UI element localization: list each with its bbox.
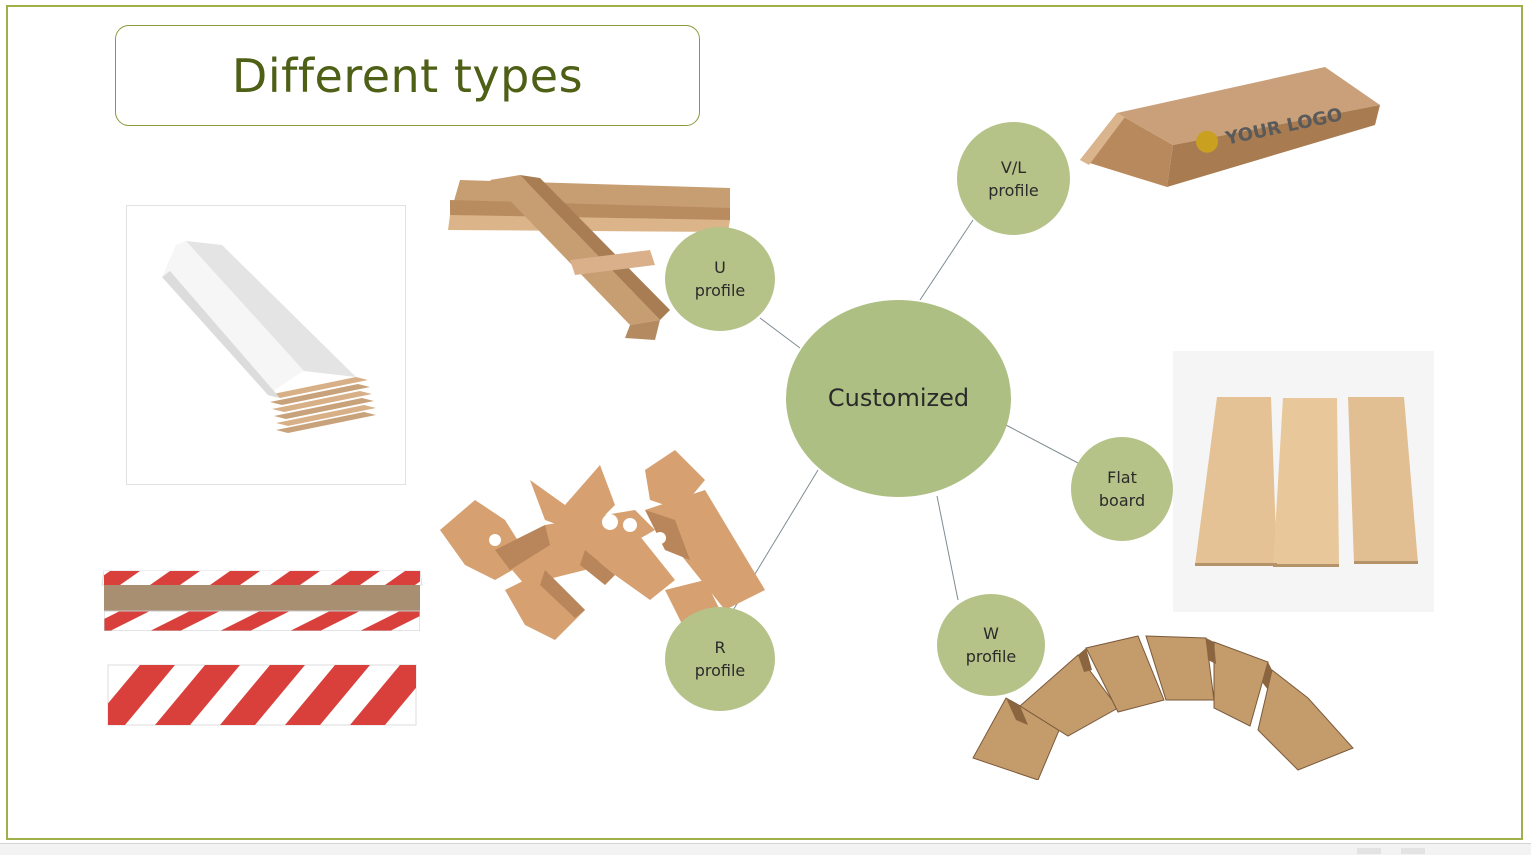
w-node-line1: W <box>983 624 999 643</box>
hub-label: Customized <box>827 384 970 412</box>
connector-u <box>759 317 801 349</box>
vl-profile-photo: YOUR LOGO <box>1080 67 1380 187</box>
striped-angle-bottom <box>107 664 417 726</box>
u-node-line2: profile <box>694 281 746 300</box>
w-profile-photo <box>972 635 1354 780</box>
connector-flat <box>1005 424 1079 464</box>
r-profile-node: R profile <box>665 607 775 711</box>
connector-w <box>936 495 959 601</box>
u-profile-node: U profile <box>665 227 775 331</box>
flat-node-line1: Flat <box>1107 468 1137 487</box>
vl-node-line2: profile <box>988 180 1039 200</box>
w-node-line2: profile <box>965 647 1017 666</box>
customized-hub-node: Customized <box>786 300 1011 497</box>
flat-node-line2: board <box>1098 491 1146 510</box>
white-angle-photo <box>126 205 406 485</box>
r-profile-photo <box>440 450 765 640</box>
striped-angle-photo <box>101 570 423 726</box>
u-profile-photo <box>448 175 730 340</box>
bottom-toolbar <box>0 843 1531 855</box>
toolbar-button-left[interactable] <box>1357 848 1381 854</box>
w-profile-node: W profile <box>937 594 1045 696</box>
page-title: Different types <box>231 48 584 103</box>
r-node-line1: R <box>714 638 726 657</box>
flat-board-node: Flat board <box>1071 437 1173 541</box>
title-box: Different types <box>115 25 700 126</box>
connector-vl <box>919 219 974 301</box>
striped-angle-top <box>101 570 423 631</box>
vl-node-line1: V/L <box>1000 157 1027 177</box>
flat-board-photo <box>1173 351 1434 612</box>
white-angle-stack <box>162 241 376 433</box>
r-node-line2: profile <box>694 661 746 680</box>
u-node-line1: U <box>714 258 726 277</box>
vl-profile-node: V/L profile <box>957 122 1070 235</box>
toolbar-button-right[interactable] <box>1401 848 1425 854</box>
